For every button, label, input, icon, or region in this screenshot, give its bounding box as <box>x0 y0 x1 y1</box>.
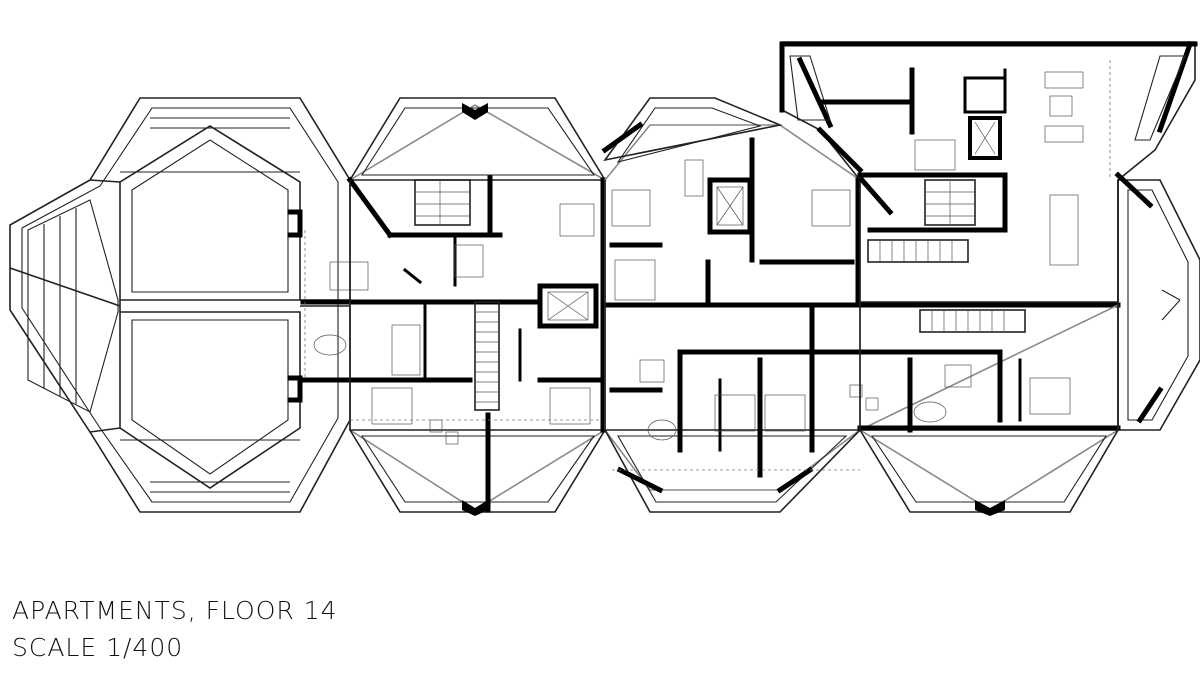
left-octagon-module <box>9 97 351 513</box>
drawing-scale: SCALE 1/400 <box>12 633 184 662</box>
apartment-module-4-top <box>779 40 1198 303</box>
apartment-module-2 <box>287 97 607 516</box>
apartment-module-3 <box>601 97 1121 513</box>
drawing-title: APARTMENTS, FLOOR 14 <box>12 596 338 625</box>
